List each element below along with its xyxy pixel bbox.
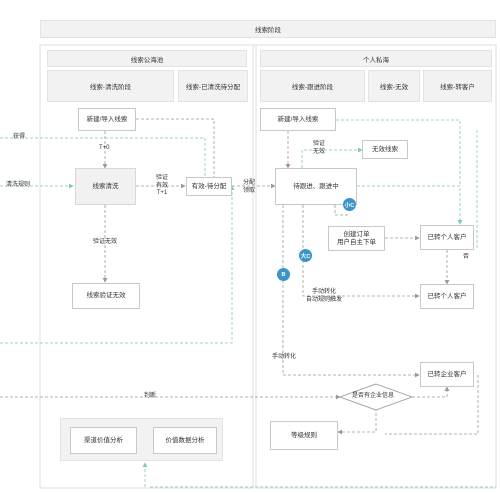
stage-public-pending: 线索-已清洗待分配	[178, 70, 248, 102]
edge-enterprise-yes	[412, 386, 450, 398]
node-cust-personal-2: 已转个人客户	[420, 284, 474, 309]
label-verify-invalid: 验证无效	[93, 239, 118, 245]
node-level-rules: 等级规则	[270, 421, 338, 450]
edge-left-return	[0, 185, 235, 344]
label-assign: 分配 领取	[242, 180, 256, 194]
label-judge: 判断	[144, 393, 157, 399]
label-manual-auto: 手动转化 自动规则触发	[305, 289, 343, 303]
badge-small-c: 小C	[343, 198, 356, 211]
edge-right-return	[385, 375, 479, 435]
public-pool-header: 线索公海池	[47, 50, 247, 67]
label-manual: 手动转化	[272, 354, 297, 360]
label-verify-invalid-right: 验证 无效	[313, 141, 326, 155]
node-clean: 线索清洗	[75, 168, 136, 205]
node-clean-invalid: 线索验证无效	[72, 283, 140, 309]
diagram-title: 线索阶段	[40, 20, 496, 38]
node-valid-pending: 有效-待分配	[186, 177, 232, 196]
label-t0: T+0	[99, 145, 110, 151]
node-import-left: 新建/导入线索	[78, 108, 136, 131]
edge-level	[337, 408, 377, 435]
node-create-order: 创建订单 用户自主下单	[328, 226, 385, 251]
node-channel-analysis: 渠道价值分析	[70, 427, 137, 454]
stage-private-invalid: 线索-无效	[368, 70, 420, 102]
label-verify-valid: 验证 有效 T+1	[155, 175, 169, 196]
node-invalid-lead: 无效线索	[362, 140, 408, 159]
edge-following-out	[357, 185, 463, 225]
edge-big-c	[302, 205, 420, 299]
edge-b	[282, 205, 420, 378]
edge-import-right-out	[336, 119, 461, 186]
node-import-right: 新建/导入线索	[260, 108, 336, 131]
label-acquire: 获得	[13, 134, 26, 140]
stage-private-follow: 线索-跟进阶段	[260, 70, 365, 102]
badge-big-c: 大C	[299, 249, 312, 262]
label-no: 否	[463, 254, 470, 260]
enterprise-info-diamond	[338, 383, 414, 411]
private-pool-header: 个人私海	[260, 50, 492, 67]
edge-small-c	[334, 205, 350, 216]
stage-public-clean: 线索-清洗阶段	[47, 70, 174, 102]
node-cust-enterprise: 已转企业客户	[420, 362, 474, 387]
node-cust-personal-1: 已转个人客户	[420, 225, 474, 250]
badge-b: B	[277, 268, 290, 281]
stage-private-convert: 线索-转客户	[423, 70, 492, 102]
edge-import-left	[136, 118, 217, 184]
diamond-label: 是否有企业信息	[352, 393, 395, 399]
label-clean-rules: 清洗规则	[6, 182, 31, 188]
edge-acquire	[0, 137, 208, 184]
edge-invalid-lead	[301, 147, 363, 168]
node-following: 待跟进、跟进中	[275, 168, 357, 205]
node-value-analysis: 价值数据分析	[153, 427, 217, 454]
